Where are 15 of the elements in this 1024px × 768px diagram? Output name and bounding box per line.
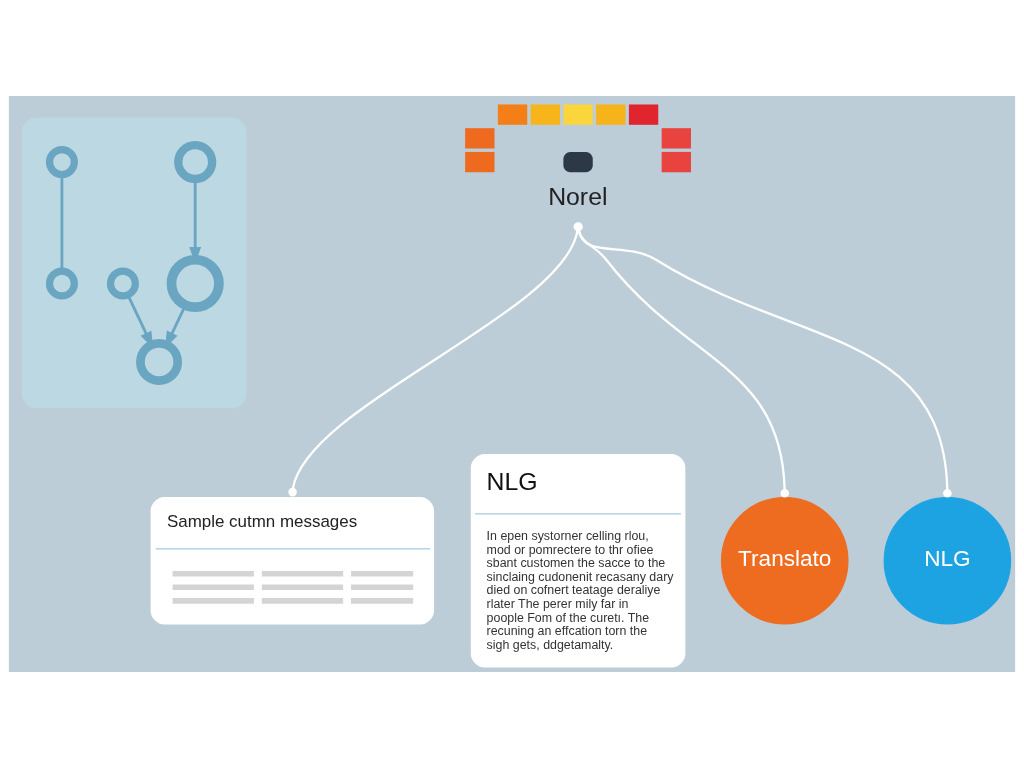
node-label: Norel	[548, 182, 608, 210]
node-circle	[106, 267, 139, 300]
cluster	[21, 117, 247, 409]
node-circle	[45, 267, 78, 300]
node-box: Sample cutmn messages	[150, 496, 435, 625]
node-circle	[136, 339, 183, 385]
connector	[288, 222, 583, 497]
node-circle	[166, 254, 224, 313]
connector	[574, 222, 952, 498]
node-circle	[174, 140, 217, 184]
node-circle	[45, 146, 78, 179]
connector	[574, 222, 789, 498]
node-circle: NLG	[883, 496, 1012, 625]
node-circle: Translato	[720, 496, 849, 625]
node-box: NLG In epen systorner celling rlou, mod or pomrectere to thr ofiee sbant customen the sacce to the sinclaing cudonenit recasany dary died on cofnert teatage deraliye rlater The perer mily far in poople Fom of the curetı. The recuning an effcation torn the sigh gets, ddgetamalty.	[470, 454, 686, 668]
